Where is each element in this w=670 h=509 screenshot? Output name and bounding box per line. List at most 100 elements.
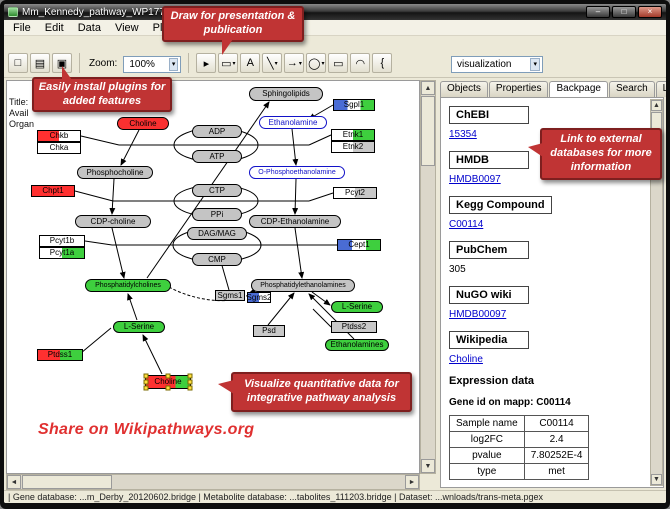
selection-handle[interactable]: [143, 385, 149, 391]
pathway-node-phosphatidylethanolamines[interactable]: Phosphatidylethanolamines: [251, 279, 355, 292]
pathway-node-etnk2[interactable]: Etnk2: [331, 141, 375, 153]
table-cell: pvalue: [449, 447, 525, 464]
maximize-button[interactable]: □: [612, 6, 636, 18]
tab-search[interactable]: Search: [608, 81, 655, 97]
title-bar[interactable]: Mm_Kennedy_pathway_WP1771_45176.gp... –□…: [4, 4, 666, 20]
tab-legend[interactable]: Legend: [655, 81, 666, 97]
pathway-node-sgms1[interactable]: Sgms1: [215, 290, 245, 301]
tab-objects[interactable]: Objects: [440, 81, 488, 97]
chevron-down-icon: ▾: [321, 60, 325, 67]
menu-item-data[interactable]: Data: [77, 21, 101, 34]
label-tool-icon[interactable]: A: [240, 53, 261, 73]
external-link[interactable]: Choline: [449, 354, 483, 365]
visualization-combobox[interactable]: visualization ▾: [451, 56, 543, 73]
external-link[interactable]: HMDB00097: [449, 309, 507, 320]
canvas-vertical-scrollbar[interactable]: ▲ ▼: [420, 80, 436, 474]
chevron-down-icon[interactable]: ▾: [168, 58, 179, 71]
scroll-up-icon[interactable]: ▲: [421, 81, 435, 95]
menu-item-edit[interactable]: Edit: [44, 21, 64, 34]
pathway-node-l-serine[interactable]: L-Serine: [113, 321, 165, 333]
scroll-up-icon[interactable]: ▲: [651, 100, 662, 111]
pathway-node-chpt1[interactable]: Chpt1: [31, 185, 75, 197]
pathway-node-ptdss2[interactable]: Ptdss2: [331, 321, 377, 333]
tab-backpage[interactable]: Backpage: [549, 81, 608, 97]
pathway-node-cept1[interactable]: Cept1: [337, 239, 381, 251]
pathway-node-pcyt1a[interactable]: Pcyt1a: [39, 247, 85, 259]
external-link[interactable]: HMDB0097: [449, 174, 501, 185]
backpage-value: 15354: [449, 129, 643, 140]
pathway-node-adp[interactable]: ADP: [192, 125, 242, 138]
pathway-node-cdp-choline[interactable]: CDP-choline: [75, 215, 151, 228]
external-link[interactable]: C00114: [449, 219, 484, 230]
scroll-down-icon[interactable]: ▼: [651, 474, 662, 485]
share-on-wikipathways-text: Share on Wikipathways.org: [38, 421, 255, 438]
close-button[interactable]: ×: [638, 6, 662, 18]
scrollbar-thumb[interactable]: [421, 96, 435, 166]
pathway-node-chkb[interactable]: Chkb: [37, 130, 81, 142]
callout-text: Easily install plugins for added feature…: [38, 80, 166, 107]
open-file-icon[interactable]: ▤: [30, 53, 50, 73]
selection-tool-icon[interactable]: ▸: [196, 53, 217, 73]
selection-handle[interactable]: [187, 373, 193, 379]
arc-tool-icon[interactable]: ◠: [350, 53, 371, 73]
pathway-node-phosphocholine[interactable]: Phosphocholine: [77, 166, 153, 179]
menu-item-file[interactable]: File: [13, 21, 31, 34]
pathway-node-dag-mag[interactable]: DAG/MAG: [187, 227, 247, 240]
rect-tool-icon[interactable]: ▭: [328, 53, 349, 73]
pathway-node-ctp[interactable]: CTP: [192, 184, 242, 197]
tab-properties[interactable]: Properties: [488, 81, 549, 97]
pathway-node-choline[interactable]: Choline: [143, 373, 193, 391]
minimize-button[interactable]: –: [586, 6, 610, 18]
external-link[interactable]: 15354: [449, 129, 477, 140]
selection-handle[interactable]: [143, 373, 149, 379]
selection-handle[interactable]: [187, 385, 193, 391]
pathway-node-choline[interactable]: Choline: [117, 117, 169, 130]
arrow-tool-icon[interactable]: →▾: [284, 53, 305, 73]
selection-handle[interactable]: [143, 379, 149, 385]
datanode-tool-icon[interactable]: ▭▾: [218, 53, 239, 73]
pathway-node-sgms2[interactable]: Sgms2: [247, 292, 271, 303]
pathway-node-cdp-ethanolamine[interactable]: CDP-Ethanolamine: [249, 215, 341, 228]
pathway-node-pcyt1b[interactable]: Pcyt1b: [39, 235, 85, 247]
pathway-node-cmp[interactable]: CMP: [192, 253, 242, 266]
pathway-node-etnk1[interactable]: Etnk1: [331, 129, 375, 141]
scroll-left-icon[interactable]: ◄: [7, 475, 21, 489]
selection-handle[interactable]: [187, 379, 193, 385]
brace-tool-icon[interactable]: {: [372, 53, 393, 73]
callout-text: Draw for presentation & publication: [170, 10, 296, 36]
pathway-node-sgpl1[interactable]: Sgpl1: [333, 99, 375, 111]
pathway-node-o-phosphoethanolamine[interactable]: O-Phosphoethanolamine: [249, 166, 345, 179]
line-tool-icon[interactable]: ╲▾: [262, 53, 283, 73]
pathway-node-chka[interactable]: Chka: [37, 142, 81, 154]
callout-draw: Draw for presentation & publication: [162, 6, 304, 55]
scrollbar-thumb[interactable]: [22, 475, 112, 489]
canvas-horizontal-scrollbar[interactable]: ◄ ►: [6, 474, 420, 490]
pathway-node-ppi[interactable]: PPi: [192, 208, 242, 221]
chevron-down-icon[interactable]: ▾: [530, 58, 540, 71]
scroll-right-icon[interactable]: ►: [405, 475, 419, 489]
pathway-node-ethanolamines[interactable]: Ethanolamines: [325, 339, 389, 351]
pathway-node-psd[interactable]: Psd: [253, 325, 285, 337]
scroll-down-icon[interactable]: ▼: [421, 459, 435, 473]
expression-data-title: Expression data: [449, 375, 534, 387]
pathway-node-ptdss1[interactable]: Ptdss1: [37, 349, 83, 361]
table-cell: met: [523, 463, 590, 480]
menu-item-view[interactable]: View: [114, 21, 139, 34]
toolbar: □▤▣ Zoom: 100% ▾ ▸▭▾A╲▾→▾◯▾▭◠{ visualiza…: [4, 36, 666, 78]
new-file-icon[interactable]: □: [8, 53, 28, 73]
pathway-node-l-serine[interactable]: L-Serine: [331, 301, 383, 313]
pathway-node-pcyt2[interactable]: Pcyt2: [333, 187, 377, 199]
callout-text: Link to external databases for more info…: [550, 133, 652, 173]
pathway-node-phosphatidylcholines[interactable]: Phosphatidylcholines: [85, 279, 171, 292]
selection-handle[interactable]: [165, 373, 171, 379]
pathway-node-atp[interactable]: ATP: [192, 150, 242, 163]
pathway-node-ethanolamine[interactable]: Ethanolamine: [259, 116, 327, 129]
selection-handle[interactable]: [165, 385, 171, 391]
shape-tool-icon[interactable]: ◯▾: [306, 53, 327, 73]
pathway-node-sphingolipids[interactable]: Sphingolipids: [249, 87, 323, 101]
zoom-combobox[interactable]: 100% ▾: [123, 56, 182, 73]
